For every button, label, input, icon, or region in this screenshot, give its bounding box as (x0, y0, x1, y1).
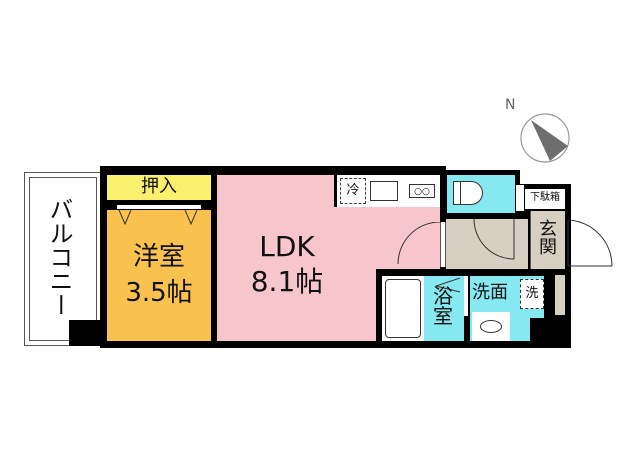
fridge-label: 冷 (346, 183, 360, 198)
ldk-size: 8.1帖 (250, 265, 324, 298)
compass-north-arrow-icon (520, 113, 570, 163)
western-room-label: 洋室 (132, 242, 185, 272)
bathroom-label: 浴室 (433, 284, 453, 328)
compass: N (505, 98, 575, 168)
washing-machine-space: 洗 (520, 279, 544, 309)
bathroom: 浴室 (424, 276, 464, 341)
washer-label: 洗 (525, 286, 539, 301)
closet-door (117, 205, 201, 209)
door-swing-icon (118, 210, 198, 226)
toilet-bowl (453, 181, 483, 205)
shoe-box-label: 下駄箱 (530, 192, 560, 203)
stove: ○○ (409, 184, 435, 198)
kitchen-sink (370, 181, 398, 201)
entrance-door-icon (567, 220, 613, 267)
shoe-box: 下駄箱 (525, 189, 565, 209)
folding-door-icon (434, 277, 461, 293)
balcony-label: バルコニー (45, 197, 73, 317)
compass-north-label: N (505, 97, 516, 113)
fridge: 冷 (340, 178, 366, 204)
western-room-size: 3.5帖 (125, 278, 193, 308)
entrance: 玄関 (530, 211, 565, 269)
door-swing-icon (397, 222, 441, 265)
bathtub (382, 276, 424, 341)
balcony: バルコニー (24, 172, 103, 346)
washroom: 洗面 洗 (470, 276, 544, 341)
closet-label: 押入 (141, 176, 177, 197)
closet: 押入 (107, 175, 211, 200)
washroom-label: 洗面 (472, 282, 508, 303)
western-room: 洋室 3.5帖 (107, 210, 211, 341)
toilet (447, 175, 515, 213)
hall (446, 219, 528, 269)
ldk-label: LDK (259, 230, 315, 263)
kitchen-counter: 冷 ○○ (334, 175, 440, 207)
door-swing-icon (473, 219, 515, 260)
wash-basin (472, 312, 510, 341)
entrance-label: 玄関 (539, 219, 557, 258)
